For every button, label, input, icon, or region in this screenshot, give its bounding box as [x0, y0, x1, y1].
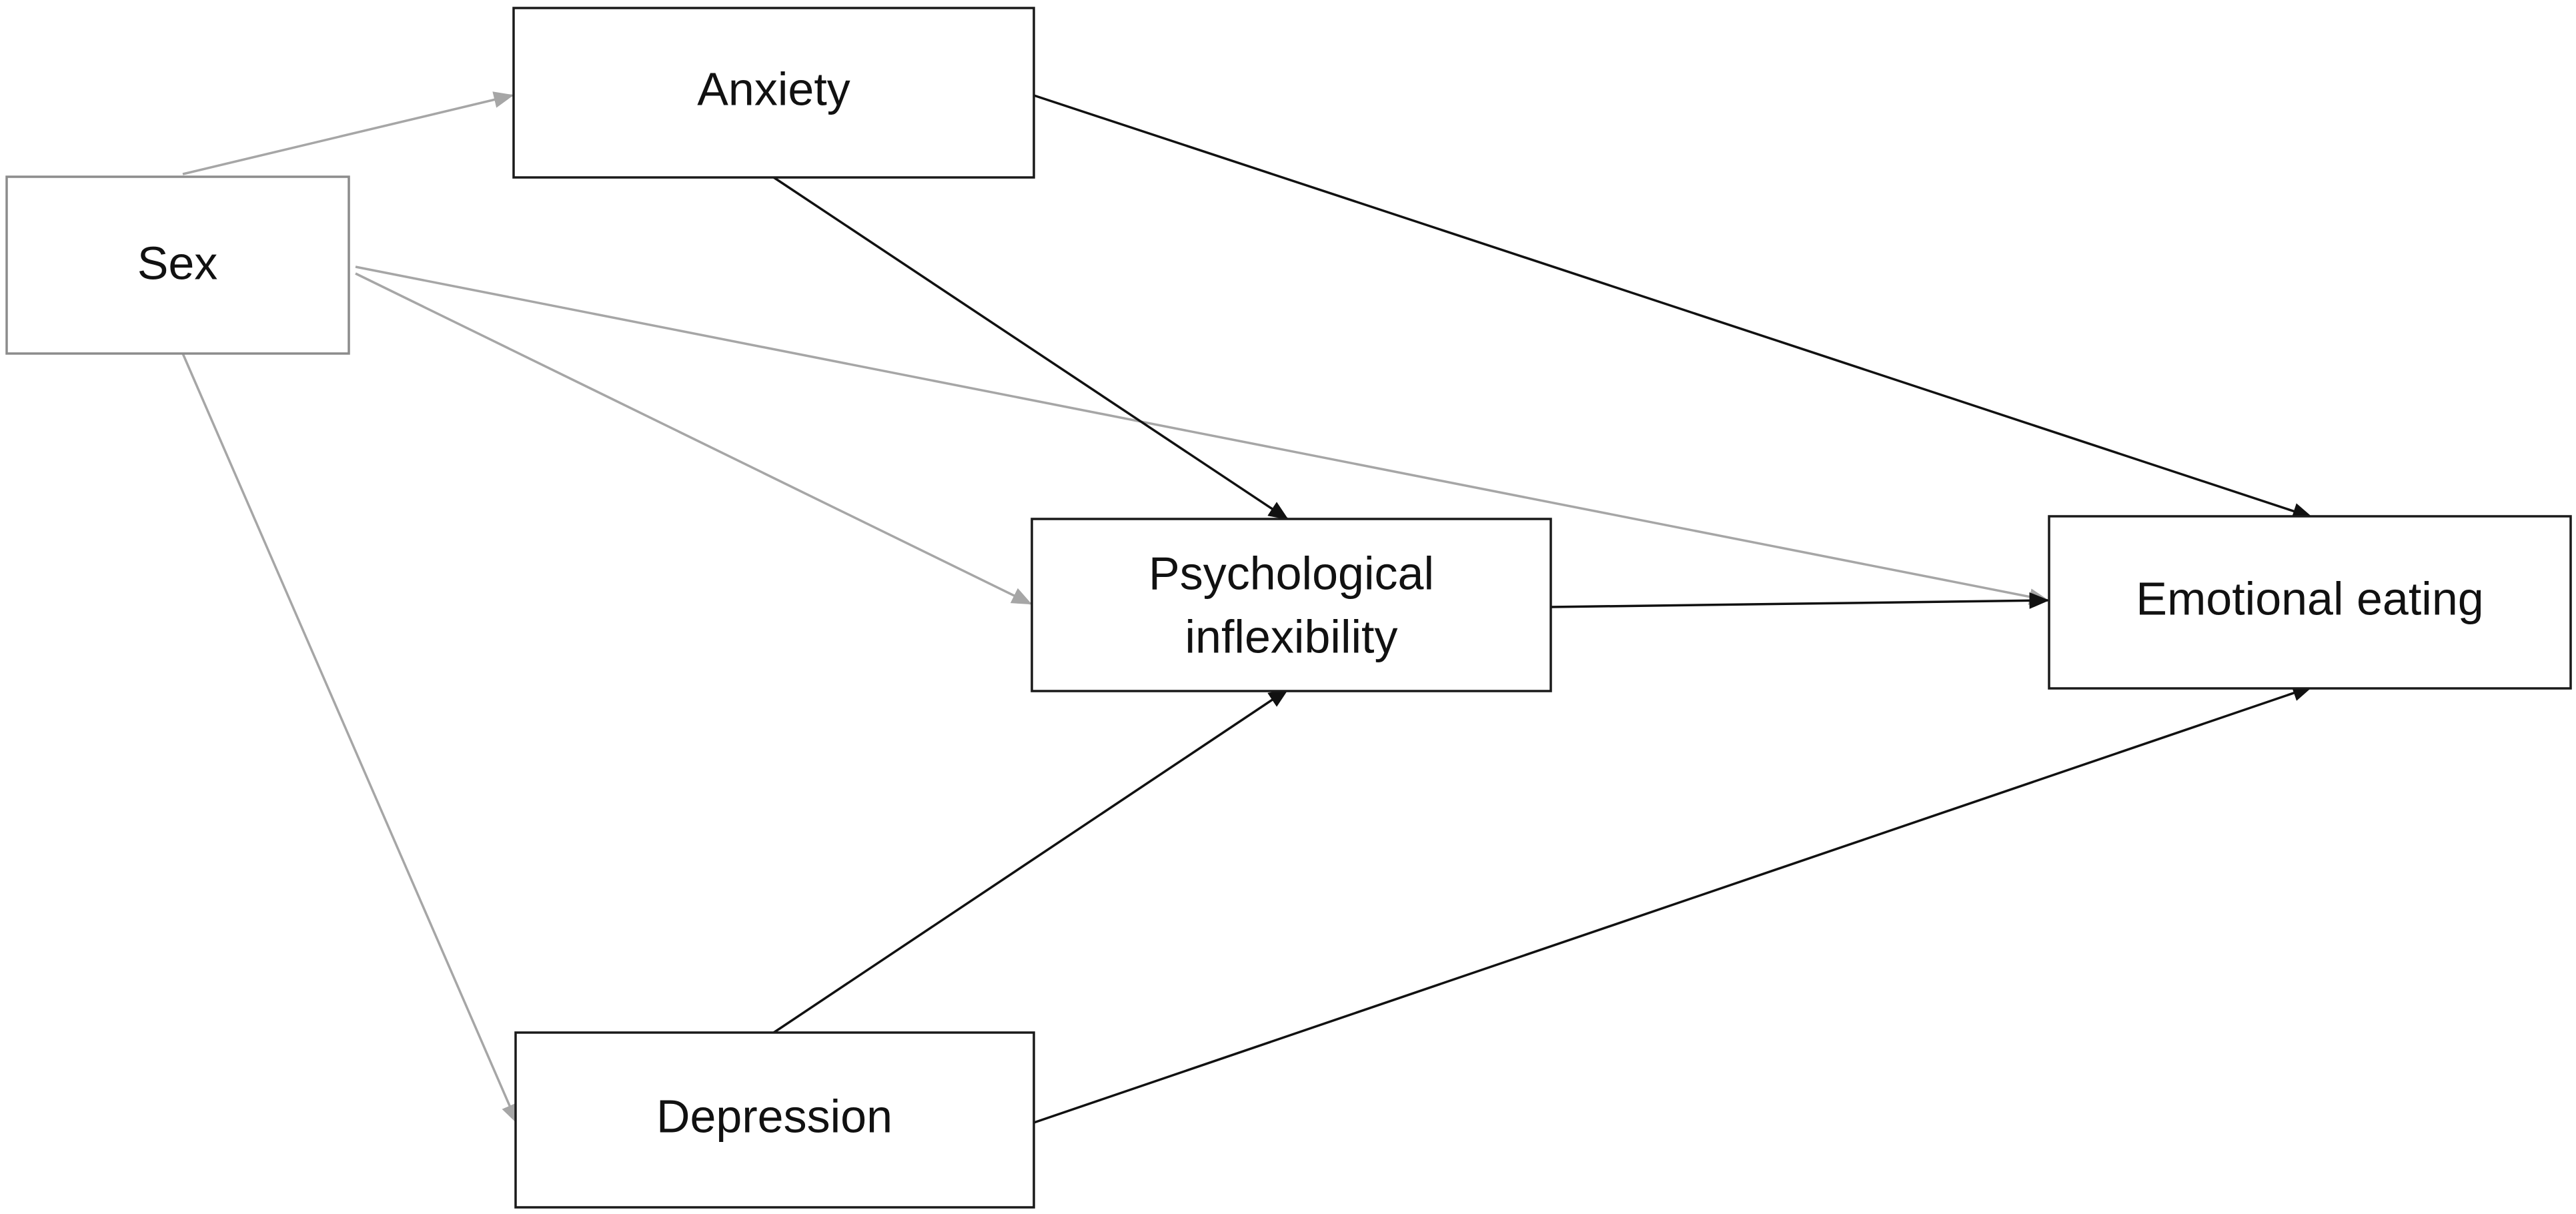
node-psychological-inflexibility: Psychological inflexibility: [1031, 518, 1552, 692]
node-sex-label: Sex: [137, 237, 218, 289]
node-anxiety: Anxiety: [512, 7, 1035, 179]
edge-psychological-inflexibility-to-emotional-eating: [1550, 592, 2050, 609]
node-emotional-eating-label: Emotional eating: [2136, 572, 2483, 624]
node-psychological-inflexibility-label-line1: Psychological: [1149, 547, 1434, 599]
edge-anxiety-to-emotional-eating: [1033, 94, 2313, 520]
edge-sex-to-anxiety: [182, 91, 514, 175]
node-sex: Sex: [5, 175, 350, 355]
edge-anxiety-to-psychological-inflexibility: [773, 176, 1289, 520]
node-depression-label: Depression: [656, 1090, 892, 1142]
edge-sex-to-psychological-inflexibility: [355, 272, 1033, 605]
edge-depression-to-emotional-eating: [1033, 685, 2313, 1124]
node-anxiety-label: Anxiety: [697, 63, 850, 115]
edge-sex-to-emotional-eating: [355, 265, 2050, 605]
edge-depression-to-psychological-inflexibility: [773, 688, 1289, 1034]
edge-sex-to-depression: [181, 353, 518, 1125]
node-psychological-inflexibility-label-line2: inflexibility: [1185, 610, 1398, 662]
node-depression: Depression: [514, 1031, 1035, 1209]
node-emotional-eating: Emotional eating: [2048, 515, 2572, 690]
